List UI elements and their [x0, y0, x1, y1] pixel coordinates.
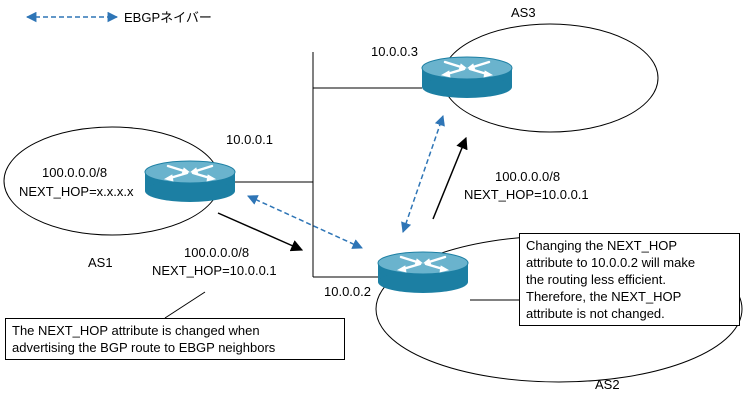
as3-label: AS3: [511, 5, 536, 20]
as1-to-as2-next-hop: NEXT_HOP=10.0.0.1: [152, 263, 277, 278]
router-icon-as2: [376, 250, 470, 295]
ebgp-link-as1-as2: [247, 195, 363, 249]
router3-ip: 10.0.0.3: [371, 44, 418, 59]
as1-route-prefix: 100.0.0.0/8: [42, 165, 107, 180]
as1-route-next-hop: NEXT_HOP=x.x.x.x: [19, 184, 134, 199]
legend-label: EBGPネイバー: [124, 10, 212, 25]
as1-label: AS1: [88, 255, 113, 270]
advertise-arrow-as2-to-as3: [432, 136, 468, 220]
as2-label: AS2: [595, 377, 620, 392]
ebgp-link-as2-as3: [401, 115, 445, 233]
advertise-arrow-as1-to-as2: [217, 212, 304, 252]
callout-next-hop-changed: The NEXT_HOP attribute is changed when a…: [5, 318, 345, 360]
router1-ip: 10.0.0.1: [226, 132, 273, 147]
callout-left-pointer: [164, 291, 206, 319]
router-icon-as1: [143, 159, 237, 204]
as1-to-as2-prefix: 100.0.0.0/8: [184, 245, 249, 260]
as2-to-as3-prefix: 100.0.0.0/8: [495, 169, 560, 184]
router2-ip: 10.0.0.2: [324, 284, 371, 299]
as2-to-as3-next-hop: NEXT_HOP=10.0.0.1: [464, 187, 589, 202]
callout-next-hop-unchanged: Changing the NEXT_HOP attribute to 10.0.…: [519, 233, 740, 326]
router-icon-as3: [420, 55, 514, 100]
